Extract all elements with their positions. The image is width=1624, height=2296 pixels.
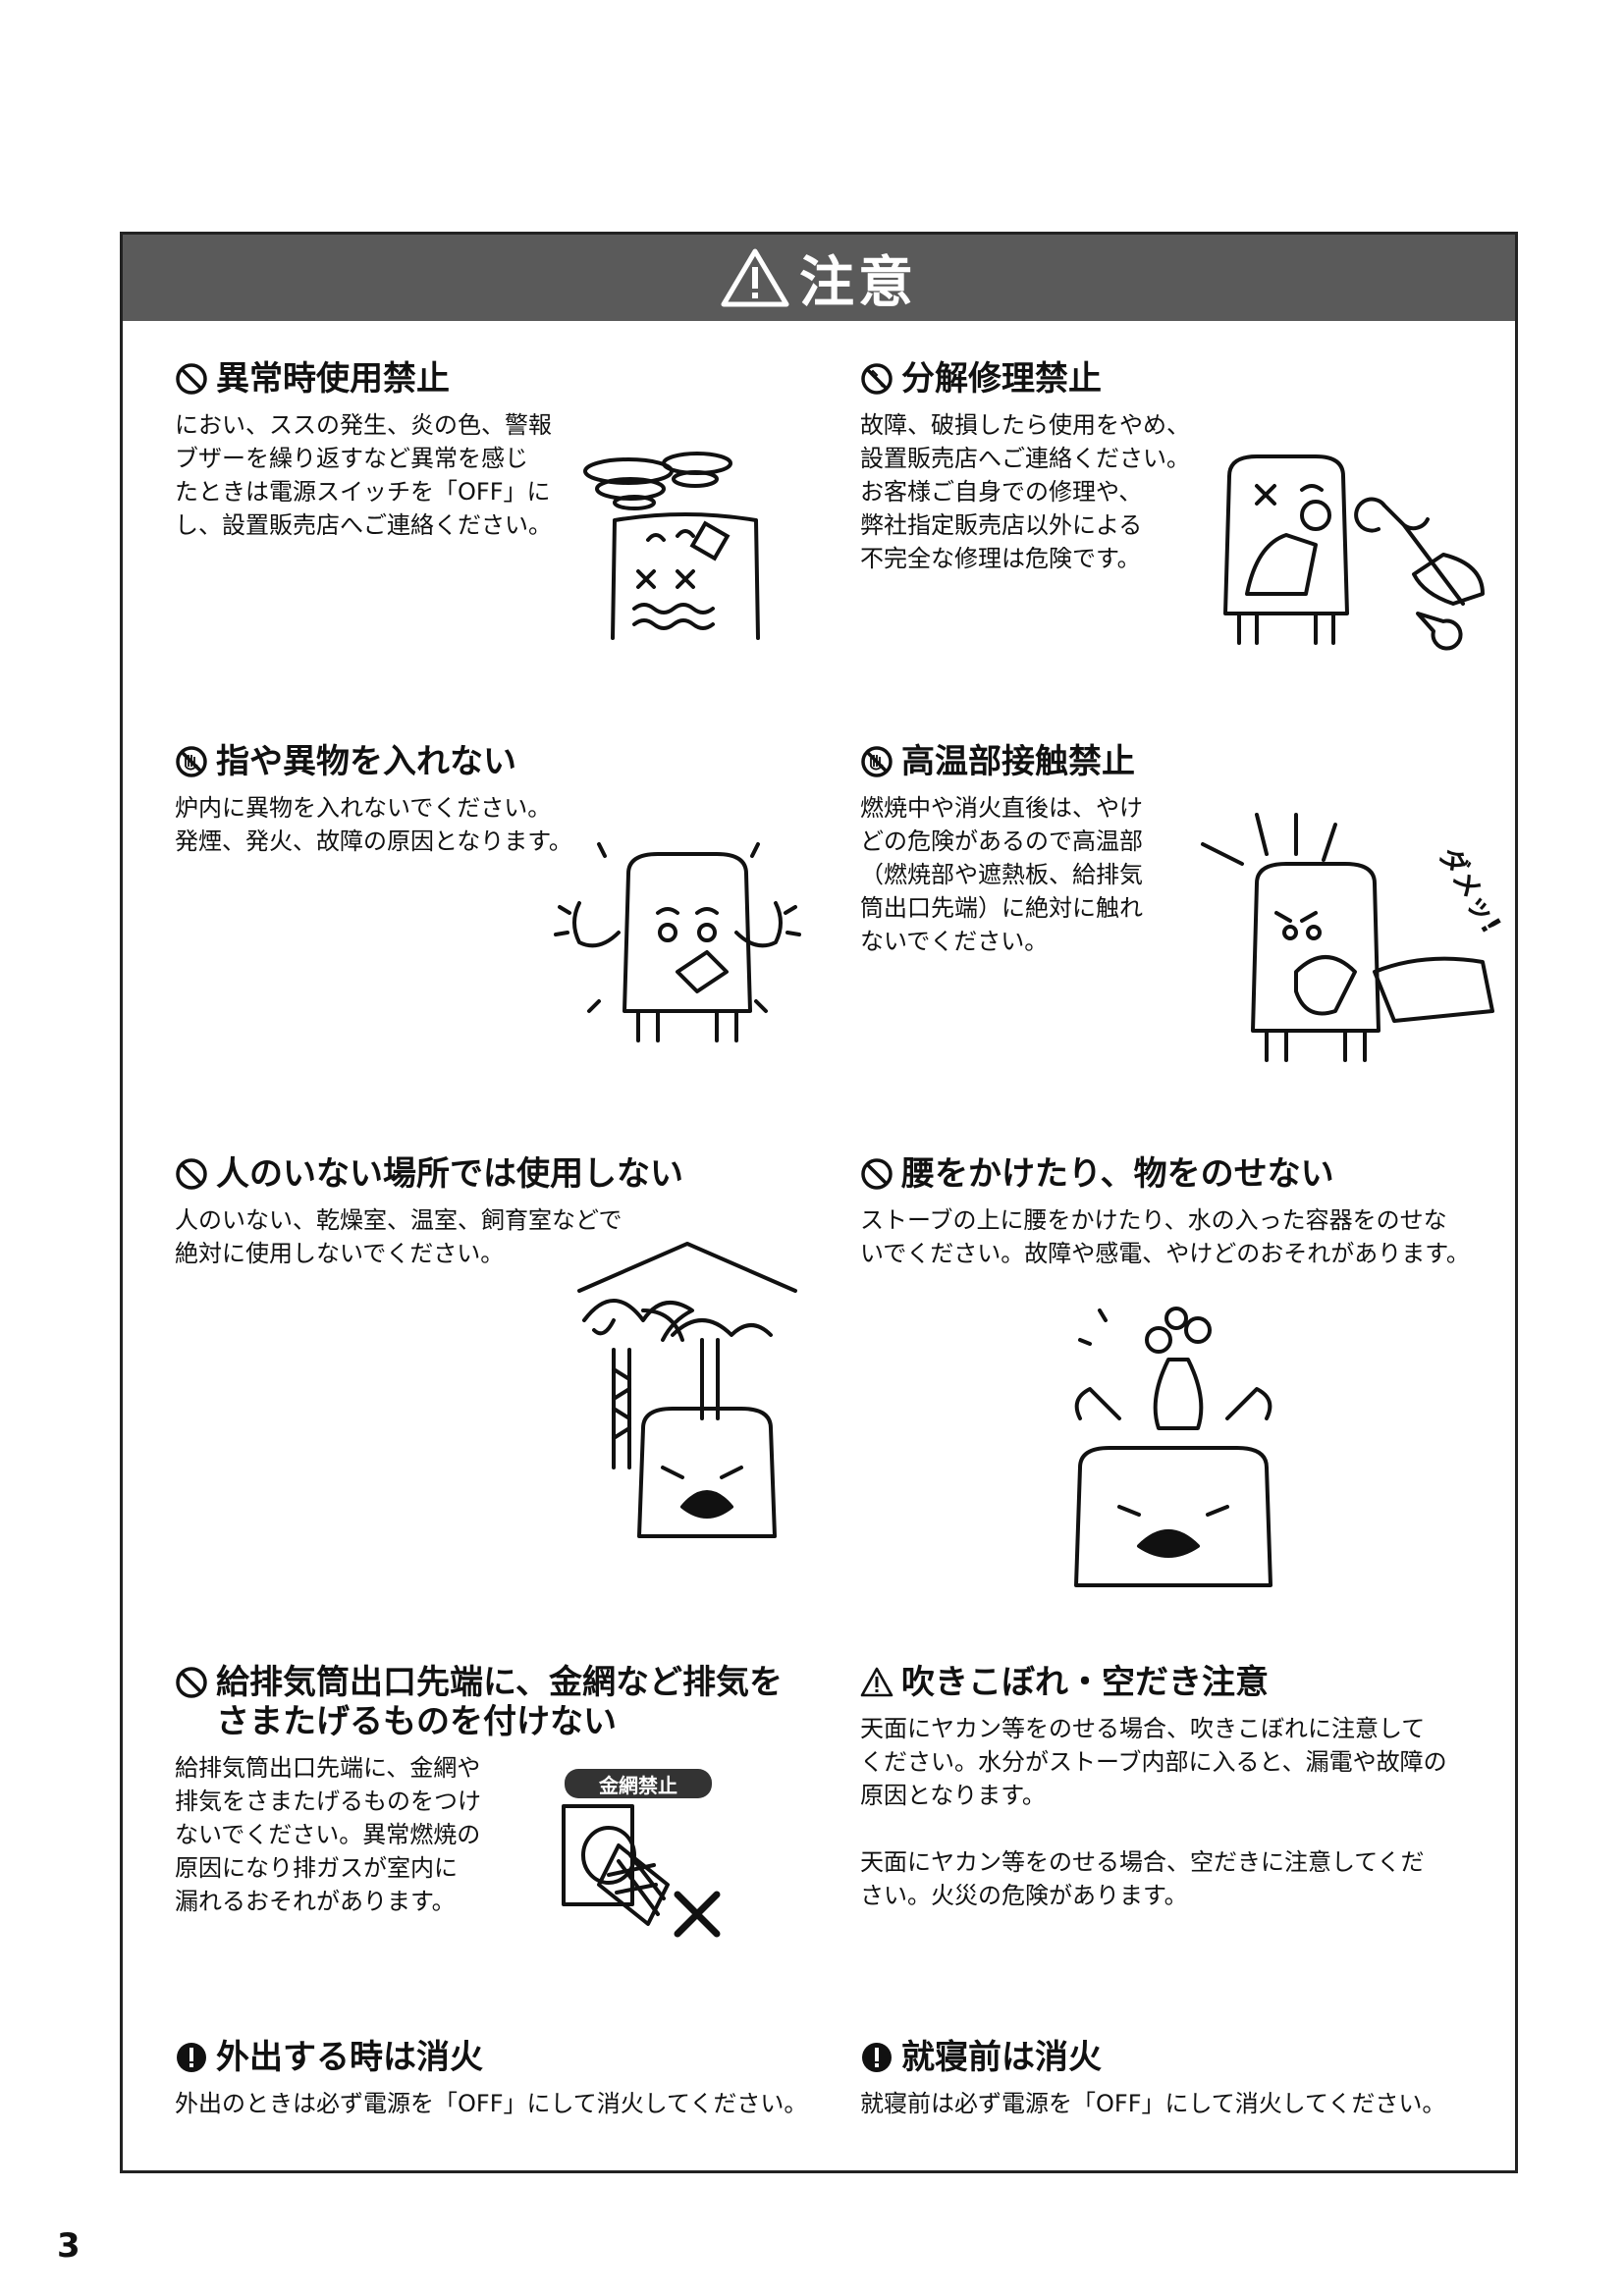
exhaust-mesh-illustration bbox=[562, 1804, 721, 1938]
wrench-repair-illustration bbox=[1223, 454, 1485, 651]
no-touch-icon bbox=[176, 746, 207, 777]
dizzy-heater-illustration bbox=[583, 452, 760, 640]
section-body: ストーブの上に腰をかけたり、水の入った容器をのせな いでください。故障や感電、や… bbox=[860, 1206, 1470, 1267]
surprised-heater-illustration bbox=[554, 842, 801, 1042]
section-title: 分解修理禁止 bbox=[901, 359, 1102, 399]
prohibited-icon bbox=[176, 363, 207, 395]
mesh-prohibited-label: 金網禁止 bbox=[565, 1769, 712, 1798]
section-title: 異常時使用禁止 bbox=[216, 359, 450, 399]
section-title: 給排気筒出口先端に、金網など排気を さまたげるものを付けない bbox=[216, 1663, 783, 1741]
no-disassembly-icon bbox=[861, 363, 893, 395]
section-body: 天面にヤカン等をのせる場合、吹きこぼれに注意して ください。水分がストーブ内部に… bbox=[860, 1715, 1447, 1909]
caution-frame: 注意 bbox=[120, 232, 1518, 2173]
caution-banner: 注意 bbox=[123, 235, 1515, 321]
section-title: 外出する時は消火 bbox=[216, 2038, 483, 2077]
section-hot-surface-contact-prohibited: 高温部接触禁止 燃焼中や消火直後は、やけ どの危険があるので高温部 （燃焼部や遮… bbox=[860, 742, 1214, 958]
no-touch-icon bbox=[861, 746, 893, 777]
page-number: 3 bbox=[57, 2226, 81, 2266]
section-extinguish-when-going-out: 外出する時は消火 外出のときは必ず電源を「OFF」にして消火してください。 bbox=[175, 2038, 823, 2120]
section-body: 炉内に異物を入れないでください。 発煙、発火、故障の原因となります。 bbox=[175, 794, 572, 855]
section-body: におい、ススの発生、炎の色、警報 ブザーを繰り返すなど異常を感じ たときは電源ス… bbox=[175, 411, 552, 539]
section-body: 故障、破損したら使用をやめ、 設置販売店へご連絡ください。 お客様ご自身での修理… bbox=[860, 411, 1190, 572]
greenhouse-heater-illustration bbox=[577, 1242, 797, 1538]
section-title: 腰をかけたり、物をのせない bbox=[901, 1154, 1334, 1194]
section-title: 就寝前は消火 bbox=[901, 2038, 1102, 2077]
section-title: 指や異物を入れない bbox=[216, 742, 516, 781]
banner-title: 注意 bbox=[799, 250, 917, 315]
warning-icon bbox=[721, 248, 789, 307]
section-disassembly-prohibited: 分解修理禁止 故障、破損したら使用をやめ、 設置販売店へご連絡ください。 お客様… bbox=[860, 359, 1233, 575]
section-no-unattended-use: 人のいない場所では使用しない 人のいない、乾燥室、温室、飼育室などで 絶対に使用… bbox=[175, 1154, 725, 1270]
prohibited-icon bbox=[176, 1158, 207, 1190]
hot-surface-illustration: ダメッ! bbox=[1201, 813, 1507, 1062]
vase-on-heater-illustration bbox=[1074, 1307, 1272, 1587]
mandatory-icon bbox=[177, 2043, 206, 2072]
section-body: 外出のときは必ず電源を「OFF」にして消火してください。 bbox=[175, 2090, 808, 2117]
damettsu-label: ダメッ! bbox=[1433, 841, 1508, 939]
mandatory-icon bbox=[862, 2043, 892, 2072]
section-body: 人のいない、乾燥室、温室、飼育室などで 絶対に使用しないでください。 bbox=[175, 1206, 623, 1267]
section-boilover-dry-heating-caution: 吹きこぼれ・空だき注意 天面にヤカン等をのせる場合、吹きこぼれに注意して くださ… bbox=[860, 1663, 1489, 1912]
section-extinguish-before-sleep: 就寝前は消火 就寝前は必ず電源を「OFF」にして消火してください。 bbox=[860, 2038, 1489, 2120]
prohibited-icon bbox=[176, 1667, 207, 1698]
section-no-foreign-objects: 指や異物を入れない 炉内に異物を入れないでください。 発煙、発火、故障の原因とな… bbox=[175, 742, 607, 858]
section-title: 人のいない場所では使用しない bbox=[216, 1154, 683, 1194]
section-body: 就寝前は必ず電源を「OFF」にして消火してください。 bbox=[860, 2090, 1446, 2117]
section-abnormal-use-prohibited: 異常時使用禁止 におい、ススの発生、炎の色、警報 ブザーを繰り返すなど異常を感じ… bbox=[175, 359, 587, 542]
warning-icon bbox=[860, 1667, 893, 1697]
section-no-mesh-on-exhaust: 給排気筒出口先端に、金網など排気を さまたげるものを付けない 給排気筒出口先端に… bbox=[175, 1663, 803, 1918]
section-title: 吹きこぼれ・空だき注意 bbox=[901, 1663, 1269, 1702]
prohibited-icon bbox=[861, 1158, 893, 1190]
section-body: 給排気筒出口先端に、金網や 排気をさまたげるものをつけ ないでください。異常燃焼… bbox=[175, 1754, 481, 1915]
section-no-sitting-or-objects: 腰をかけたり、物をのせない ストーブの上に腰をかけたり、水の入った容器をのせな … bbox=[860, 1154, 1489, 1270]
section-body: 燃焼中や消火直後は、やけ どの危険があるので高温部 （燃焼部や遮熱板、給排気 筒… bbox=[860, 794, 1143, 955]
section-title: 高温部接触禁止 bbox=[901, 742, 1135, 781]
